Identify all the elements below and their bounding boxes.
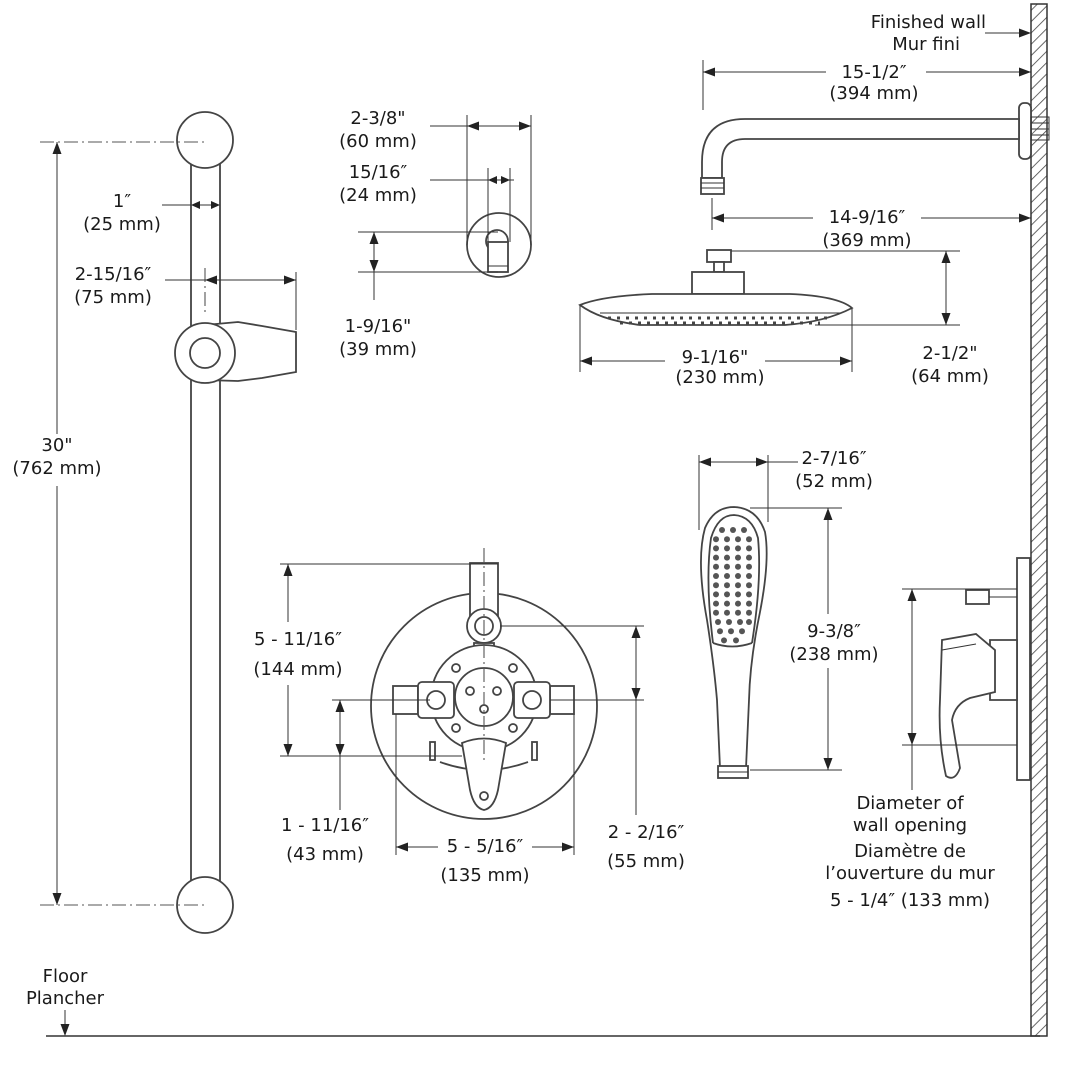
shower-arm bbox=[700, 102, 1050, 195]
hand-shower bbox=[700, 506, 768, 779]
dim-valve-outlet: 2 - 2/16″ (55 mm) bbox=[500, 625, 685, 872]
elbow-height-imperial: 1-9/16" bbox=[345, 316, 412, 337]
dim-elbow-offset: 15/16″ (24 mm) bbox=[339, 162, 514, 242]
wall-opening-label-1: Diameter of bbox=[856, 793, 964, 814]
head-height-metric: (64 mm) bbox=[911, 366, 989, 387]
dim-wall-opening: Diameter of wall opening Diamètre de l’o… bbox=[825, 588, 1017, 911]
arm-outlet-metric: (369 mm) bbox=[822, 230, 911, 251]
dim-head-height: 2-1/2" (64 mm) bbox=[731, 250, 989, 387]
bar-top-mount bbox=[176, 111, 234, 169]
handshower-width-metric: (52 mm) bbox=[795, 471, 873, 492]
rain-head-nozzles bbox=[608, 316, 832, 325]
bar-length-imperial: 30" bbox=[41, 435, 72, 456]
dim-bar-width: 1″ (25 mm) bbox=[83, 191, 220, 235]
valve-width-metric: (135 mm) bbox=[440, 865, 529, 886]
finished-wall-label: Finished wall bbox=[871, 12, 986, 33]
valve-trim-side bbox=[938, 557, 1031, 781]
valve-top-metric: (144 mm) bbox=[253, 659, 342, 680]
flange-diameter-metric: (60 mm) bbox=[339, 131, 417, 152]
valve-outlet-imperial: 2 - 2/16″ bbox=[608, 822, 685, 843]
handshower-width-imperial: 2-7/16″ bbox=[801, 448, 866, 469]
dim-valve-width: 5 - 5/16″ (135 mm) bbox=[395, 714, 575, 886]
hand-shower-nozzles bbox=[713, 527, 752, 644]
valve-front bbox=[370, 548, 598, 820]
floor-label-fr: Plancher bbox=[26, 988, 105, 1009]
valve-top-imperial: 5 - 11/16″ bbox=[254, 629, 342, 650]
wall-opening-label-fr-1: Diamètre de bbox=[854, 841, 966, 862]
valve-ports-metric: (43 mm) bbox=[286, 844, 364, 865]
dim-elbow-height: 1-9/16" (39 mm) bbox=[339, 231, 498, 360]
dim-arm-length: 15-1/2″ (394 mm) bbox=[702, 60, 1031, 110]
flange-diameter-imperial: 2-3/8" bbox=[350, 108, 405, 129]
bar-width-imperial: 1″ bbox=[113, 191, 131, 212]
dim-holder-projection: 2-15/16″ (75 mm) bbox=[74, 264, 297, 330]
arm-length-metric: (394 mm) bbox=[829, 83, 918, 104]
dim-valve-top: 5 - 11/16″ (144 mm) bbox=[253, 563, 498, 757]
floor-callout: Floor Plancher bbox=[26, 966, 105, 1036]
wall-opening-dimension: 5 - 1/4″ (133 mm) bbox=[830, 890, 990, 911]
arm-length-imperial: 15-1/2″ bbox=[841, 62, 906, 83]
bar-width-metric: (25 mm) bbox=[83, 214, 161, 235]
finished-wall bbox=[1030, 3, 1048, 1037]
dim-head-width: 9-1/16" (230 mm) bbox=[579, 305, 853, 388]
handshower-length-imperial: 9-3/8″ bbox=[807, 621, 861, 642]
finished-wall-label-fr: Mur fini bbox=[892, 34, 960, 55]
dim-valve-ports: 1 - 11/16″ (43 mm) bbox=[281, 699, 430, 865]
dim-flange-diameter: 2-3/8" (60 mm) bbox=[339, 108, 532, 245]
wall-elbow bbox=[466, 212, 532, 278]
head-height-imperial: 2-1/2" bbox=[922, 343, 977, 364]
rain-shower-head bbox=[578, 249, 854, 326]
holder-projection-metric: (75 mm) bbox=[74, 287, 152, 308]
dim-handshower-width: 2-7/16″ (52 mm) bbox=[698, 448, 873, 530]
slide-bar bbox=[174, 111, 297, 934]
finished-wall-callout: Finished wall Mur fini bbox=[871, 12, 1031, 55]
floor-label: Floor bbox=[43, 966, 88, 987]
bar-bottom-mount bbox=[176, 876, 234, 934]
dim-arm-outlet: 14-9/16″ (369 mm) bbox=[711, 198, 1031, 251]
wall-opening-label-2: wall opening bbox=[853, 815, 967, 836]
head-width-metric: (230 mm) bbox=[675, 367, 764, 388]
elbow-offset-imperial: 15/16″ bbox=[349, 162, 408, 183]
arm-outlet-imperial: 14-9/16″ bbox=[829, 207, 906, 228]
holder-projection-imperial: 2-15/16″ bbox=[75, 264, 152, 285]
valve-width-imperial: 5 - 5/16″ bbox=[447, 836, 524, 857]
elbow-height-metric: (39 mm) bbox=[339, 339, 417, 360]
head-width-imperial: 9-1/16" bbox=[682, 347, 749, 368]
handshower-length-metric: (238 mm) bbox=[789, 644, 878, 665]
wall-opening-label-fr-2: l’ouverture du mur bbox=[825, 863, 995, 884]
valve-ports-imperial: 1 - 11/16″ bbox=[281, 815, 369, 836]
bar-length-metric: (762 mm) bbox=[12, 458, 101, 479]
valve-outlet-metric: (55 mm) bbox=[607, 851, 685, 872]
dim-bar-length: 30" (762 mm) bbox=[12, 142, 102, 905]
elbow-offset-metric: (24 mm) bbox=[339, 185, 417, 206]
dim-handshower-length: 9-3/8″ (238 mm) bbox=[750, 507, 879, 771]
